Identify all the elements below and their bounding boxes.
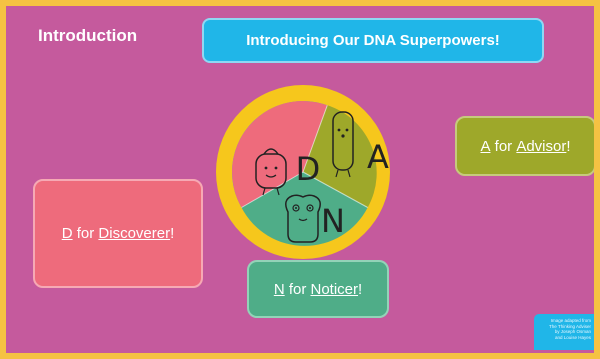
advisor-suffix: ! xyxy=(566,137,571,155)
advisor-letter[interactable]: A xyxy=(480,137,491,155)
credit-line: and Louise Hayes xyxy=(554,334,591,340)
noticer-character-icon xyxy=(285,194,321,243)
credit-line: The Thinking Adviser xyxy=(549,323,591,329)
letter-n: N xyxy=(321,202,345,240)
discoverer-connector: for xyxy=(72,225,99,242)
advisor-connector: for xyxy=(490,137,517,155)
advisor-character-icon xyxy=(332,111,354,178)
credit-line: Image adapted from xyxy=(550,318,591,323)
discoverer-suffix: ! xyxy=(170,225,175,242)
letter-d: D xyxy=(296,150,321,188)
letter-a: A xyxy=(367,138,389,176)
discoverer-link[interactable]: Discoverer xyxy=(98,225,171,242)
advisor-box[interactable]: A for Advisor! xyxy=(455,116,594,176)
dna-wheel: D A N xyxy=(216,85,390,259)
discoverer-box[interactable]: D for Discoverer! xyxy=(33,179,203,288)
noticer-letter[interactable]: N xyxy=(273,280,285,298)
slide: Introduction Introducing Our DNA Superpo… xyxy=(6,6,594,353)
advisor-link[interactable]: Advisor xyxy=(516,137,567,155)
discoverer-character-icon xyxy=(255,148,287,196)
slide-title: Introduction xyxy=(38,26,138,45)
image-credit: Image adapted from The Thinking Adviser … xyxy=(534,314,594,350)
discoverer-letter[interactable]: D xyxy=(61,225,73,242)
noticer-connector: for xyxy=(284,280,311,298)
title-banner: Introducing Our DNA Superpowers! xyxy=(202,18,544,63)
noticer-suffix: ! xyxy=(358,280,363,298)
credit-line: by Joseph Osman xyxy=(554,329,591,334)
noticer-link[interactable]: Noticer xyxy=(310,280,359,298)
noticer-box[interactable]: N for Noticer! xyxy=(247,260,389,318)
